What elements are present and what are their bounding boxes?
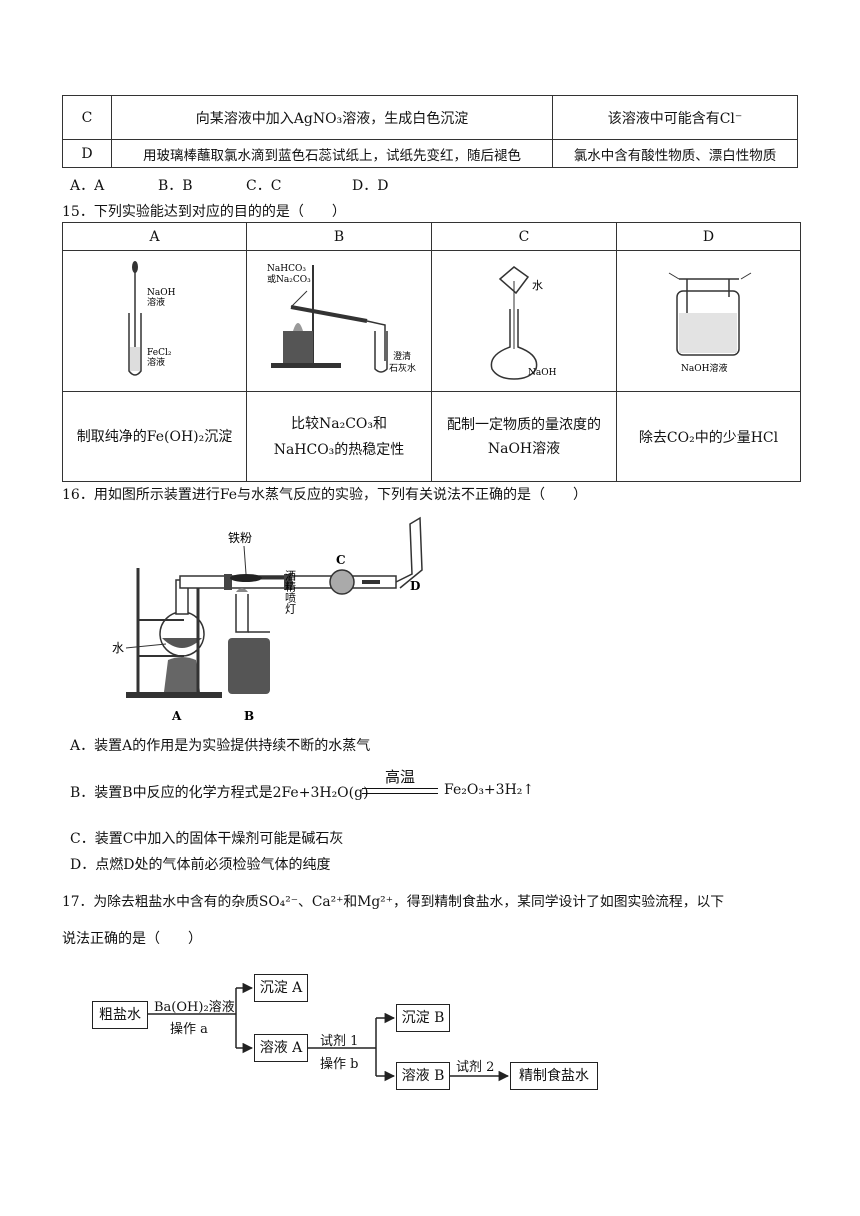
- table-row: NaOH 溶液 FeCl₂ 溶液 NaHCO₃ 或Na₂CO₃ 澄清 石灰水: [62, 250, 801, 392]
- label-solution-2: 溶液: [147, 356, 165, 368]
- purpose-a: 制取纯净的Fe(OH)₂沉淀: [62, 391, 247, 482]
- figure-c-cell: 水 NaOH: [431, 250, 617, 392]
- figure-d-gas-wash-bottle: NaOH溶液: [668, 272, 752, 374]
- label-limewater: 澄清: [393, 350, 411, 362]
- figure-a-dropper-tube: NaOH 溶液 FeCl₂ 溶液: [128, 261, 176, 376]
- q14-option-d[interactable]: D．D: [352, 178, 389, 194]
- label-naoh-flask: NaOH: [528, 368, 557, 378]
- table-row: D 用玻璃棒蘸取氯水滴到蓝色石蕊试纸上，试纸先变红，随后褪色 氯水中含有酸性物质…: [62, 139, 798, 168]
- figure-a-cell: NaOH 溶液 FeCl₂ 溶液: [62, 250, 247, 392]
- q16-apparatus-figure: 铁粉 水 酒精喷灯 A B C D: [112, 516, 423, 723]
- conclusion-cell: 该溶液中可能含有Cl⁻: [552, 95, 798, 140]
- precipitate-a-box: 沉淀 A: [254, 974, 308, 1002]
- label-solution: 溶液: [147, 296, 165, 308]
- equation-equals-sign: [362, 788, 438, 794]
- header-b: B: [246, 222, 432, 251]
- table-row: A B C D: [62, 222, 801, 251]
- operation-cell: 向某溶液中加入AgNO₃溶液，生成白色沉淀: [111, 95, 553, 140]
- label-a: A: [171, 709, 182, 723]
- reagent-baoh2: Ba(OH)₂溶液: [154, 1000, 235, 1015]
- header-a: A: [62, 222, 247, 251]
- condition-text: 高温: [384, 768, 415, 786]
- q17-stem-line2: 说法正确的是（ ）: [62, 931, 202, 947]
- label-water: 水: [112, 641, 124, 655]
- row-letter: D: [62, 139, 112, 168]
- precipitate-b-box: 沉淀 B: [396, 1004, 450, 1032]
- figure-d-cell: NaOH溶液: [616, 250, 801, 392]
- header-d: D: [616, 222, 801, 251]
- q14-option-a[interactable]: A．A: [70, 178, 105, 194]
- q14-option-c[interactable]: C．C: [246, 178, 282, 194]
- q16-option-d[interactable]: D．点燃D处的气体前必须检验气体的纯度: [70, 857, 331, 873]
- figure-c-volumetric-flask: 水 NaOH: [490, 266, 557, 380]
- solution-b-box: 溶液 B: [396, 1062, 450, 1090]
- label-iron-powder: 铁粉: [228, 531, 252, 545]
- operation-cell: 用玻璃棒蘸取氯水滴到蓝色石蕊试纸上，试纸先变红，随后褪色: [111, 139, 553, 168]
- q16-option-b-prefix: B．装置B中反应的化学方程式是2Fe+3H₂O(g): [70, 785, 369, 801]
- refined-brine-box: 精制食盐水: [510, 1062, 598, 1090]
- label-naoh: NaOH: [147, 288, 176, 298]
- q14-option-b[interactable]: B．B: [158, 178, 193, 194]
- label-fecl2: FeCl₂: [147, 348, 172, 358]
- purpose-d: 除去CO₂中的少量HCl: [616, 391, 801, 482]
- header-c: C: [431, 222, 617, 251]
- label-alcohol-lamp: 酒精喷灯: [284, 570, 297, 614]
- reagent-2: 试剂 2: [456, 1060, 495, 1075]
- purpose-b: 比较Na₂CO₃和NaHCO₃的热稳定性: [246, 391, 432, 482]
- label-b: B: [244, 709, 254, 723]
- purpose-c: 配制一定物质的量浓度的NaOH溶液: [431, 391, 617, 482]
- label-naoh-solution: NaOH溶液: [681, 362, 727, 374]
- reagent-1: 试剂 1: [320, 1034, 359, 1049]
- q16-option-a[interactable]: A．装置A的作用是为实验提供持续不断的水蒸气: [70, 738, 371, 754]
- label-limewater-2: 石灰水: [389, 362, 416, 374]
- table-row: 制取纯净的Fe(OH)₂沉淀 比较Na₂CO₃和NaHCO₃的热稳定性 配制一定…: [62, 391, 801, 482]
- conclusion-cell: 氯水中含有酸性物质、漂白性物质: [552, 139, 798, 168]
- table-row: C 向某溶液中加入AgNO₃溶液，生成白色沉淀 该溶液中可能含有Cl⁻: [62, 95, 798, 140]
- q16-option-b-suffix: Fe₂O₃+3H₂↑: [444, 782, 535, 798]
- q17-stem-line1: 17．为除去粗盐水中含有的杂质SO₄²⁻、Ca²⁺和Mg²⁺，得到精制食盐水，某…: [62, 894, 725, 910]
- row-letter: C: [62, 95, 112, 140]
- figure-b-cell: NaHCO₃ 或Na₂CO₃ 澄清 石灰水: [246, 250, 432, 392]
- label-c: C: [336, 553, 346, 567]
- label-water: 水: [532, 279, 543, 292]
- reaction-condition: 高温: [362, 766, 438, 794]
- q17-flow-arrows: [148, 982, 510, 1082]
- figure-b-heating-apparatus: NaHCO₃ 或Na₂CO₃ 澄清 石灰水: [267, 264, 416, 374]
- solution-a-box: 溶液 A: [254, 1034, 308, 1062]
- q15-table: A B C D NaOH 溶液 FeCl₂ 溶液 NaHCO₃ 或Na₂CO₃: [62, 222, 801, 482]
- q14-table: C 向某溶液中加入AgNO₃溶液，生成白色沉淀 该溶液中可能含有Cl⁻ D 用玻…: [62, 95, 798, 168]
- q15-stem: 15．下列实验能达到对应的目的的是（ ）: [62, 204, 346, 220]
- label-nahco3: NaHCO₃: [267, 264, 306, 274]
- operation-a: 操作 a: [170, 1022, 208, 1037]
- q16-option-c[interactable]: C．装置C中加入的固体干燥剂可能是碱石灰: [70, 831, 344, 847]
- crude-brine-box: 粗盐水: [92, 1001, 148, 1029]
- q16-option-b[interactable]: B．装置B中反应的化学方程式是2Fe+3H₂O(g) 高温 Fe₂O₃+3H₂↑: [70, 766, 630, 810]
- label-d: D: [410, 579, 420, 593]
- label-na2co3: 或Na₂CO₃: [267, 273, 311, 285]
- q16-stem: 16．用如图所示装置进行Fe与水蒸气反应的实验，下列有关说法不正确的是（ ）: [62, 487, 588, 503]
- operation-b: 操作 b: [320, 1057, 359, 1072]
